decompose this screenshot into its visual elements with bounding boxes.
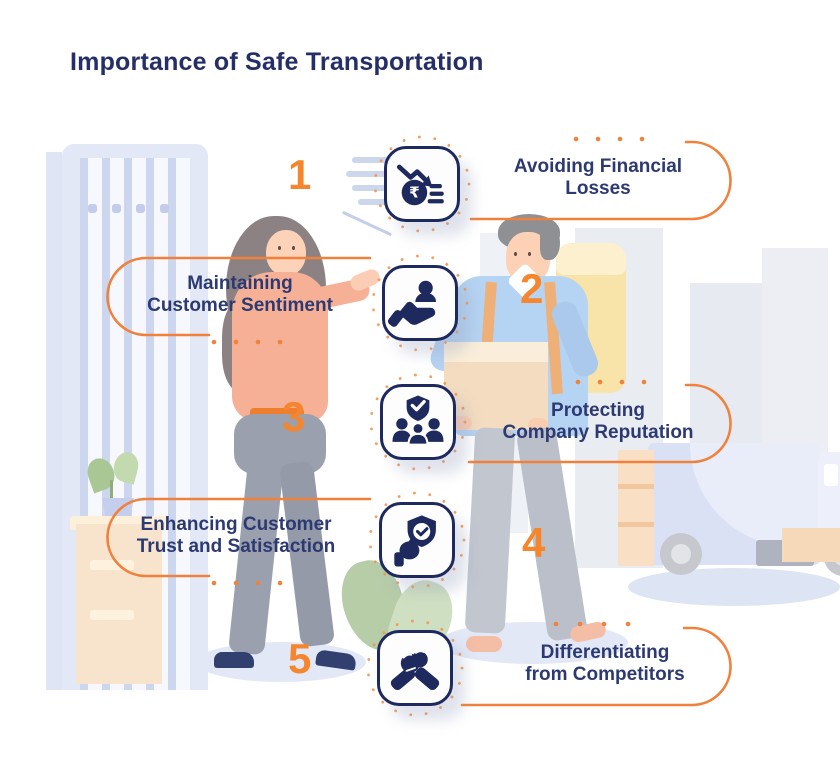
door-hinge-dot bbox=[112, 204, 121, 213]
item-label-3: Protecting Company Reputation bbox=[478, 400, 718, 444]
label-line: Enhancing Customer bbox=[140, 514, 332, 535]
label-line: Avoiding Financial bbox=[513, 156, 683, 177]
item-label-4: Enhancing Customer Trust and Satisfactio… bbox=[116, 514, 356, 558]
team-shield-check-icon bbox=[380, 384, 456, 460]
label-line: Company Reputation bbox=[502, 422, 694, 443]
wall-strip bbox=[46, 152, 62, 690]
carried-box-top bbox=[444, 342, 548, 362]
label-line: from Competitors bbox=[525, 664, 685, 685]
hand-shield-check-icon bbox=[379, 502, 455, 578]
cargo-box-line bbox=[618, 484, 654, 489]
truck-ground-shadow bbox=[628, 568, 840, 606]
man-hair-side bbox=[540, 226, 560, 260]
woman-face bbox=[266, 230, 306, 276]
label-line: Customer Sentiment bbox=[147, 295, 333, 316]
label-line: Maintaining bbox=[187, 273, 293, 294]
item-label-5: Differentiating from Competitors bbox=[485, 642, 725, 686]
woman-shoe bbox=[214, 652, 254, 668]
handshake-grip-icon bbox=[377, 630, 453, 706]
man-eye bbox=[528, 252, 531, 256]
item-number-3: 3 bbox=[282, 393, 305, 440]
dresser-drawer-line bbox=[90, 560, 134, 570]
item-number-4: 4 bbox=[522, 519, 545, 566]
label-line: Trust and Satisfaction bbox=[136, 536, 336, 557]
financial-loss-rupee-icon: ₹ bbox=[384, 146, 460, 222]
motion-line-diagonal bbox=[341, 210, 393, 237]
label-line: Differentiating bbox=[540, 642, 670, 663]
woman-leg bbox=[228, 460, 284, 656]
door-hinge-dot bbox=[160, 204, 169, 213]
man-leg bbox=[464, 427, 516, 634]
woman-eye bbox=[292, 246, 295, 250]
woman-eye bbox=[278, 246, 281, 250]
page-title: Importance of Safe Transportation bbox=[70, 48, 484, 76]
item-number-1: 1 bbox=[288, 151, 311, 198]
man-eye bbox=[514, 252, 517, 256]
plant-stem bbox=[110, 480, 113, 502]
door-hinge-dot bbox=[88, 204, 97, 213]
cargo-box-stack bbox=[618, 450, 654, 566]
rupee-symbol: ₹ bbox=[409, 184, 420, 202]
label-line: Losses bbox=[565, 178, 631, 199]
label-line: Protecting bbox=[551, 400, 645, 421]
cargo-box-small bbox=[782, 528, 840, 562]
item-label-1: Avoiding Financial Losses bbox=[478, 156, 718, 200]
item-label-2: Maintaining Customer Sentiment bbox=[120, 273, 360, 317]
item-number-5: 5 bbox=[288, 635, 311, 682]
door-hinge-dot bbox=[136, 204, 145, 213]
customer-care-hand-icon bbox=[382, 265, 458, 341]
truck-cab-window bbox=[824, 464, 838, 486]
man-backpack-flap bbox=[556, 243, 626, 275]
motion-line bbox=[346, 171, 396, 177]
item-number-2: 2 bbox=[520, 265, 543, 312]
cargo-box-line bbox=[618, 522, 654, 527]
truck-wheel-hub bbox=[671, 544, 691, 564]
dresser-drawer-line bbox=[90, 610, 134, 620]
truck-wheel bbox=[660, 533, 702, 575]
